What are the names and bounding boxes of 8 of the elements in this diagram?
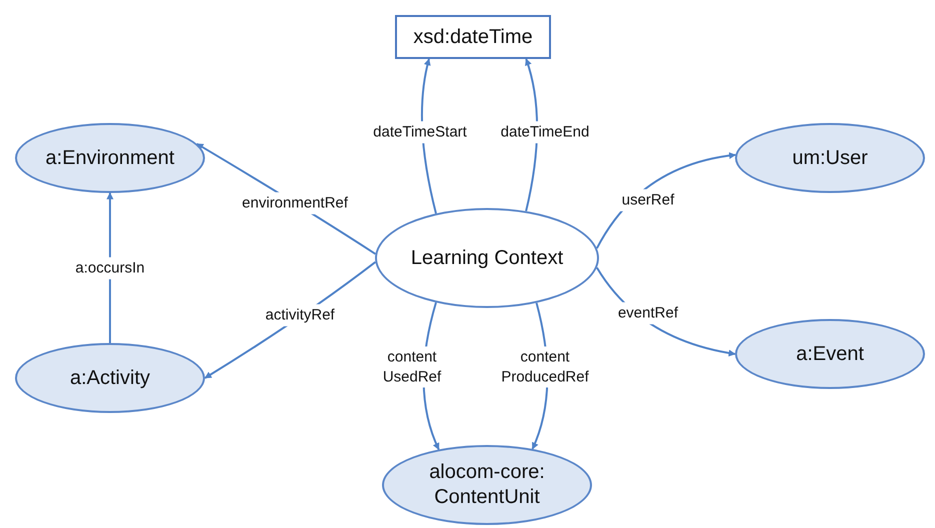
node-label: um:User (792, 146, 868, 170)
node-label: alocom-core: ContentUnit (428, 460, 546, 510)
node-label: a:Activity (70, 366, 150, 390)
node-label: a:Event (796, 342, 864, 366)
class-box (395, 15, 551, 59)
node-label: xsd:dateTime (413, 24, 533, 50)
node-label: Learning Context (410, 246, 564, 270)
node-label: a:Environment (46, 146, 174, 170)
